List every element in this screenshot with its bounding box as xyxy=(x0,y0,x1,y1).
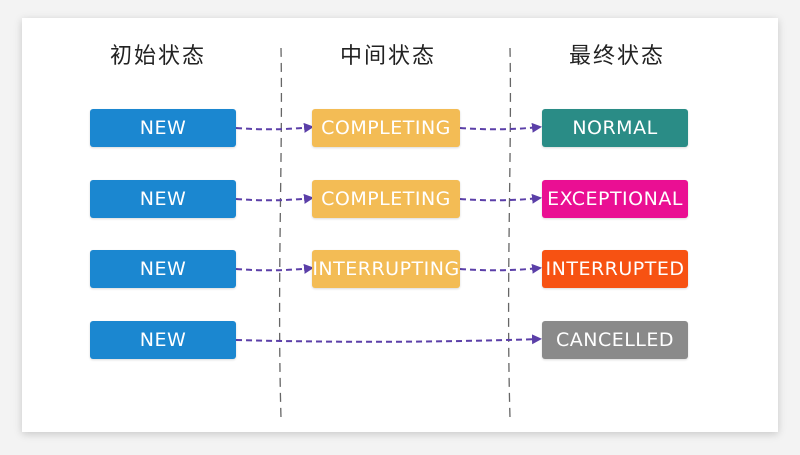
arrow-row3-interrupting-to-interrupted xyxy=(459,263,542,274)
state-interrupting: INTERRUPTING xyxy=(312,250,460,288)
state-completing-row1: COMPLETING xyxy=(312,109,460,147)
arrow-row3-new-to-interrupting xyxy=(235,263,314,274)
state-new-row4: NEW xyxy=(90,321,236,359)
arrow-row2-completing-to-exceptional xyxy=(459,193,542,204)
state-new-row3: NEW xyxy=(90,250,236,288)
state-normal: NORMAL xyxy=(542,109,688,147)
state-new-row2: NEW xyxy=(90,180,236,218)
state-new-row1: NEW xyxy=(90,109,236,147)
column-separator-left xyxy=(278,47,283,419)
header-intermediate-state: 中间状态 xyxy=(339,44,436,69)
state-interrupted: INTERRUPTED xyxy=(542,250,688,288)
state-completing-row2: COMPLETING xyxy=(312,180,460,218)
arrow-row1-new-to-completing xyxy=(235,122,314,133)
arrow-row2-new-to-completing xyxy=(235,193,314,204)
header-initial-state: 初始状态 xyxy=(109,44,206,69)
header-final-state: 最终状态 xyxy=(568,44,665,69)
diagram-card xyxy=(22,18,778,432)
arrow-row4-new-to-cancelled xyxy=(235,334,542,345)
state-exceptional: EXCEPTIONAL xyxy=(542,180,688,218)
state-cancelled: CANCELLED xyxy=(542,321,688,359)
arrow-row1-completing-to-normal xyxy=(459,122,542,133)
column-separator-right xyxy=(507,47,512,419)
